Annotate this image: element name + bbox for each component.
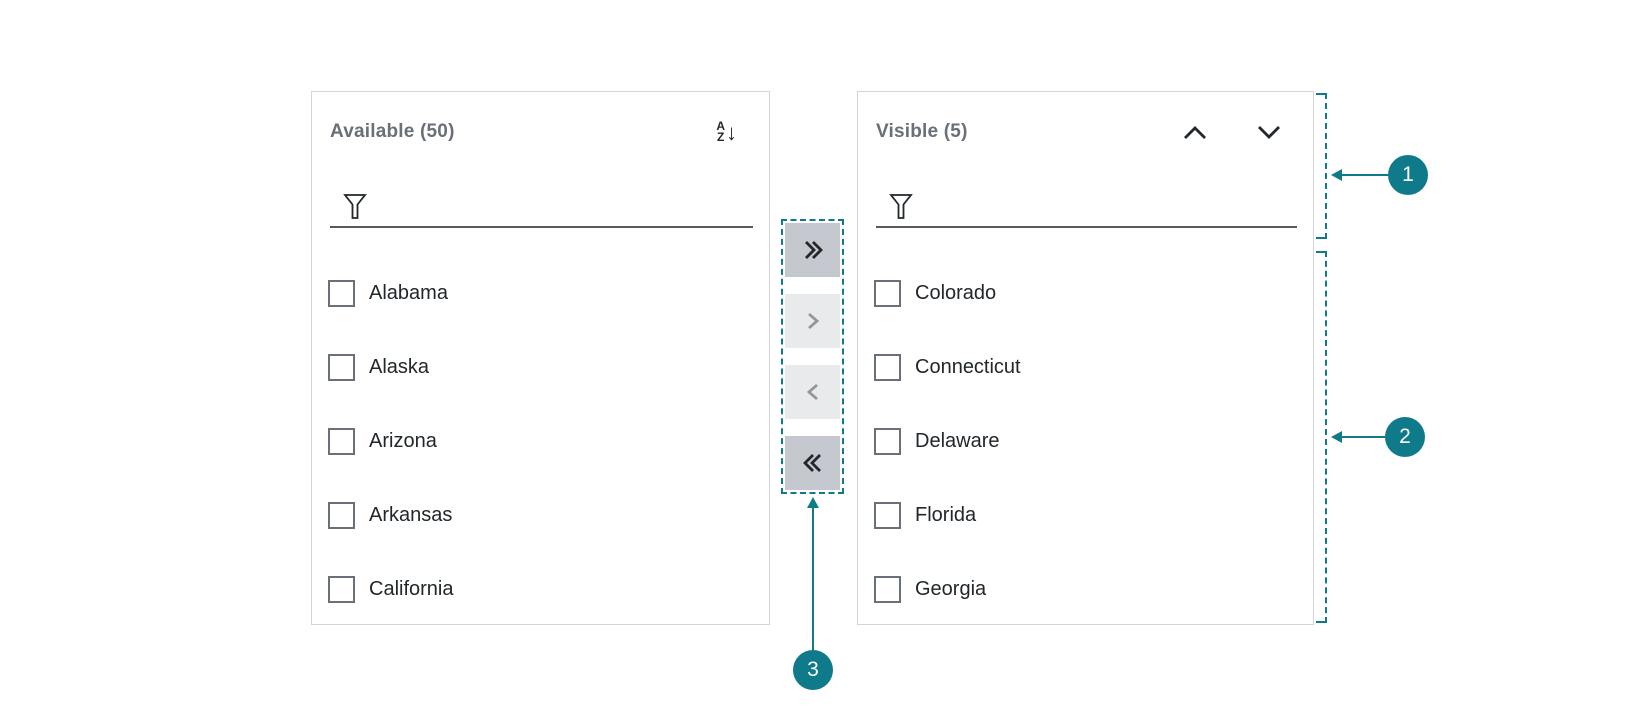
filter-funnel-icon	[343, 194, 367, 219]
annotation-bracket-list-region	[1316, 251, 1327, 623]
move-down-button[interactable]	[1257, 125, 1281, 140]
list-item-label: Colorado	[915, 281, 997, 304]
list-item-label: Georgia	[915, 577, 987, 600]
list-item[interactable]: Delaware	[874, 404, 1297, 478]
available-list: Alabama Alaska Arizona Arkansas Californ…	[328, 256, 753, 626]
checkbox[interactable]	[874, 353, 901, 381]
list-item-label: Florida	[915, 503, 977, 526]
checkbox[interactable]	[328, 427, 355, 455]
list-item[interactable]: Colorado	[874, 256, 1297, 330]
list-item-label: Connecticut	[915, 355, 1021, 378]
visible-list: Colorado Connecticut Delaware Florida Ge…	[874, 256, 1297, 626]
checkbox[interactable]	[874, 279, 901, 307]
annotation-marker-2-number: 2	[1399, 425, 1411, 448]
filter-funnel-icon	[889, 194, 913, 219]
double-chevron-right-icon	[804, 241, 823, 259]
available-filter-field[interactable]	[330, 184, 753, 228]
checkbox[interactable]	[328, 353, 355, 381]
annotation-arrow-2-head	[1331, 431, 1342, 443]
annotation-arrow-2-line	[1341, 436, 1385, 438]
list-item[interactable]: Arkansas	[328, 478, 753, 552]
checkbox[interactable]	[328, 575, 355, 603]
visible-panel: Visible (5)	[857, 91, 1314, 625]
annotation-arrow-1-head	[1331, 169, 1342, 181]
list-item-label: Alaska	[369, 355, 430, 378]
available-filter-input[interactable]	[377, 190, 749, 222]
move-up-button[interactable]	[1183, 125, 1207, 140]
list-item-label: Arizona	[369, 429, 437, 452]
list-item-label: California	[369, 577, 454, 600]
double-chevron-left-icon	[802, 454, 821, 472]
chevron-right-icon	[807, 312, 819, 330]
list-item[interactable]: California	[328, 552, 753, 626]
annotation-marker-2: 2	[1385, 417, 1425, 457]
chevron-down-icon	[1258, 125, 1280, 139]
visible-filter-field[interactable]	[876, 184, 1297, 228]
checkbox[interactable]	[874, 501, 901, 529]
list-item[interactable]: Alabama	[328, 256, 753, 330]
annotation-arrow-3-line	[812, 505, 814, 652]
annotation-marker-1: 1	[1388, 155, 1428, 195]
list-item-label: Delaware	[915, 429, 1000, 452]
list-item-label: Alabama	[369, 281, 448, 304]
move-all-left-button[interactable]	[785, 436, 840, 490]
transfer-controls	[781, 219, 844, 494]
list-item[interactable]: Connecticut	[874, 330, 1297, 404]
list-item[interactable]: Alaska	[328, 330, 753, 404]
move-left-button[interactable]	[785, 365, 840, 419]
visible-panel-title: Visible (5)	[876, 121, 968, 142]
move-right-button[interactable]	[785, 294, 840, 348]
annotation-marker-3-number: 3	[807, 658, 819, 681]
checkbox[interactable]	[874, 427, 901, 455]
annotation-bracket-header-region	[1316, 93, 1327, 239]
visible-panel-header: Visible (5)	[876, 114, 1281, 150]
available-panel-title: Available (50)	[330, 121, 455, 142]
checkbox[interactable]	[328, 501, 355, 529]
annotation-arrow-1-line	[1341, 174, 1388, 176]
list-item[interactable]: Georgia	[874, 552, 1297, 626]
move-all-right-button[interactable]	[785, 223, 840, 277]
chevron-up-icon	[1184, 125, 1206, 139]
annotation-marker-1-number: 1	[1402, 163, 1414, 186]
checkbox[interactable]	[874, 575, 901, 603]
list-item[interactable]: Florida	[874, 478, 1297, 552]
list-item-label: Arkansas	[369, 503, 453, 526]
visible-filter-input[interactable]	[923, 190, 1293, 222]
checkbox[interactable]	[328, 279, 355, 307]
list-item[interactable]: Arizona	[328, 404, 753, 478]
annotation-arrow-3-head	[807, 497, 819, 508]
chevron-left-icon	[806, 383, 818, 401]
annotation-marker-3: 3	[793, 650, 833, 690]
